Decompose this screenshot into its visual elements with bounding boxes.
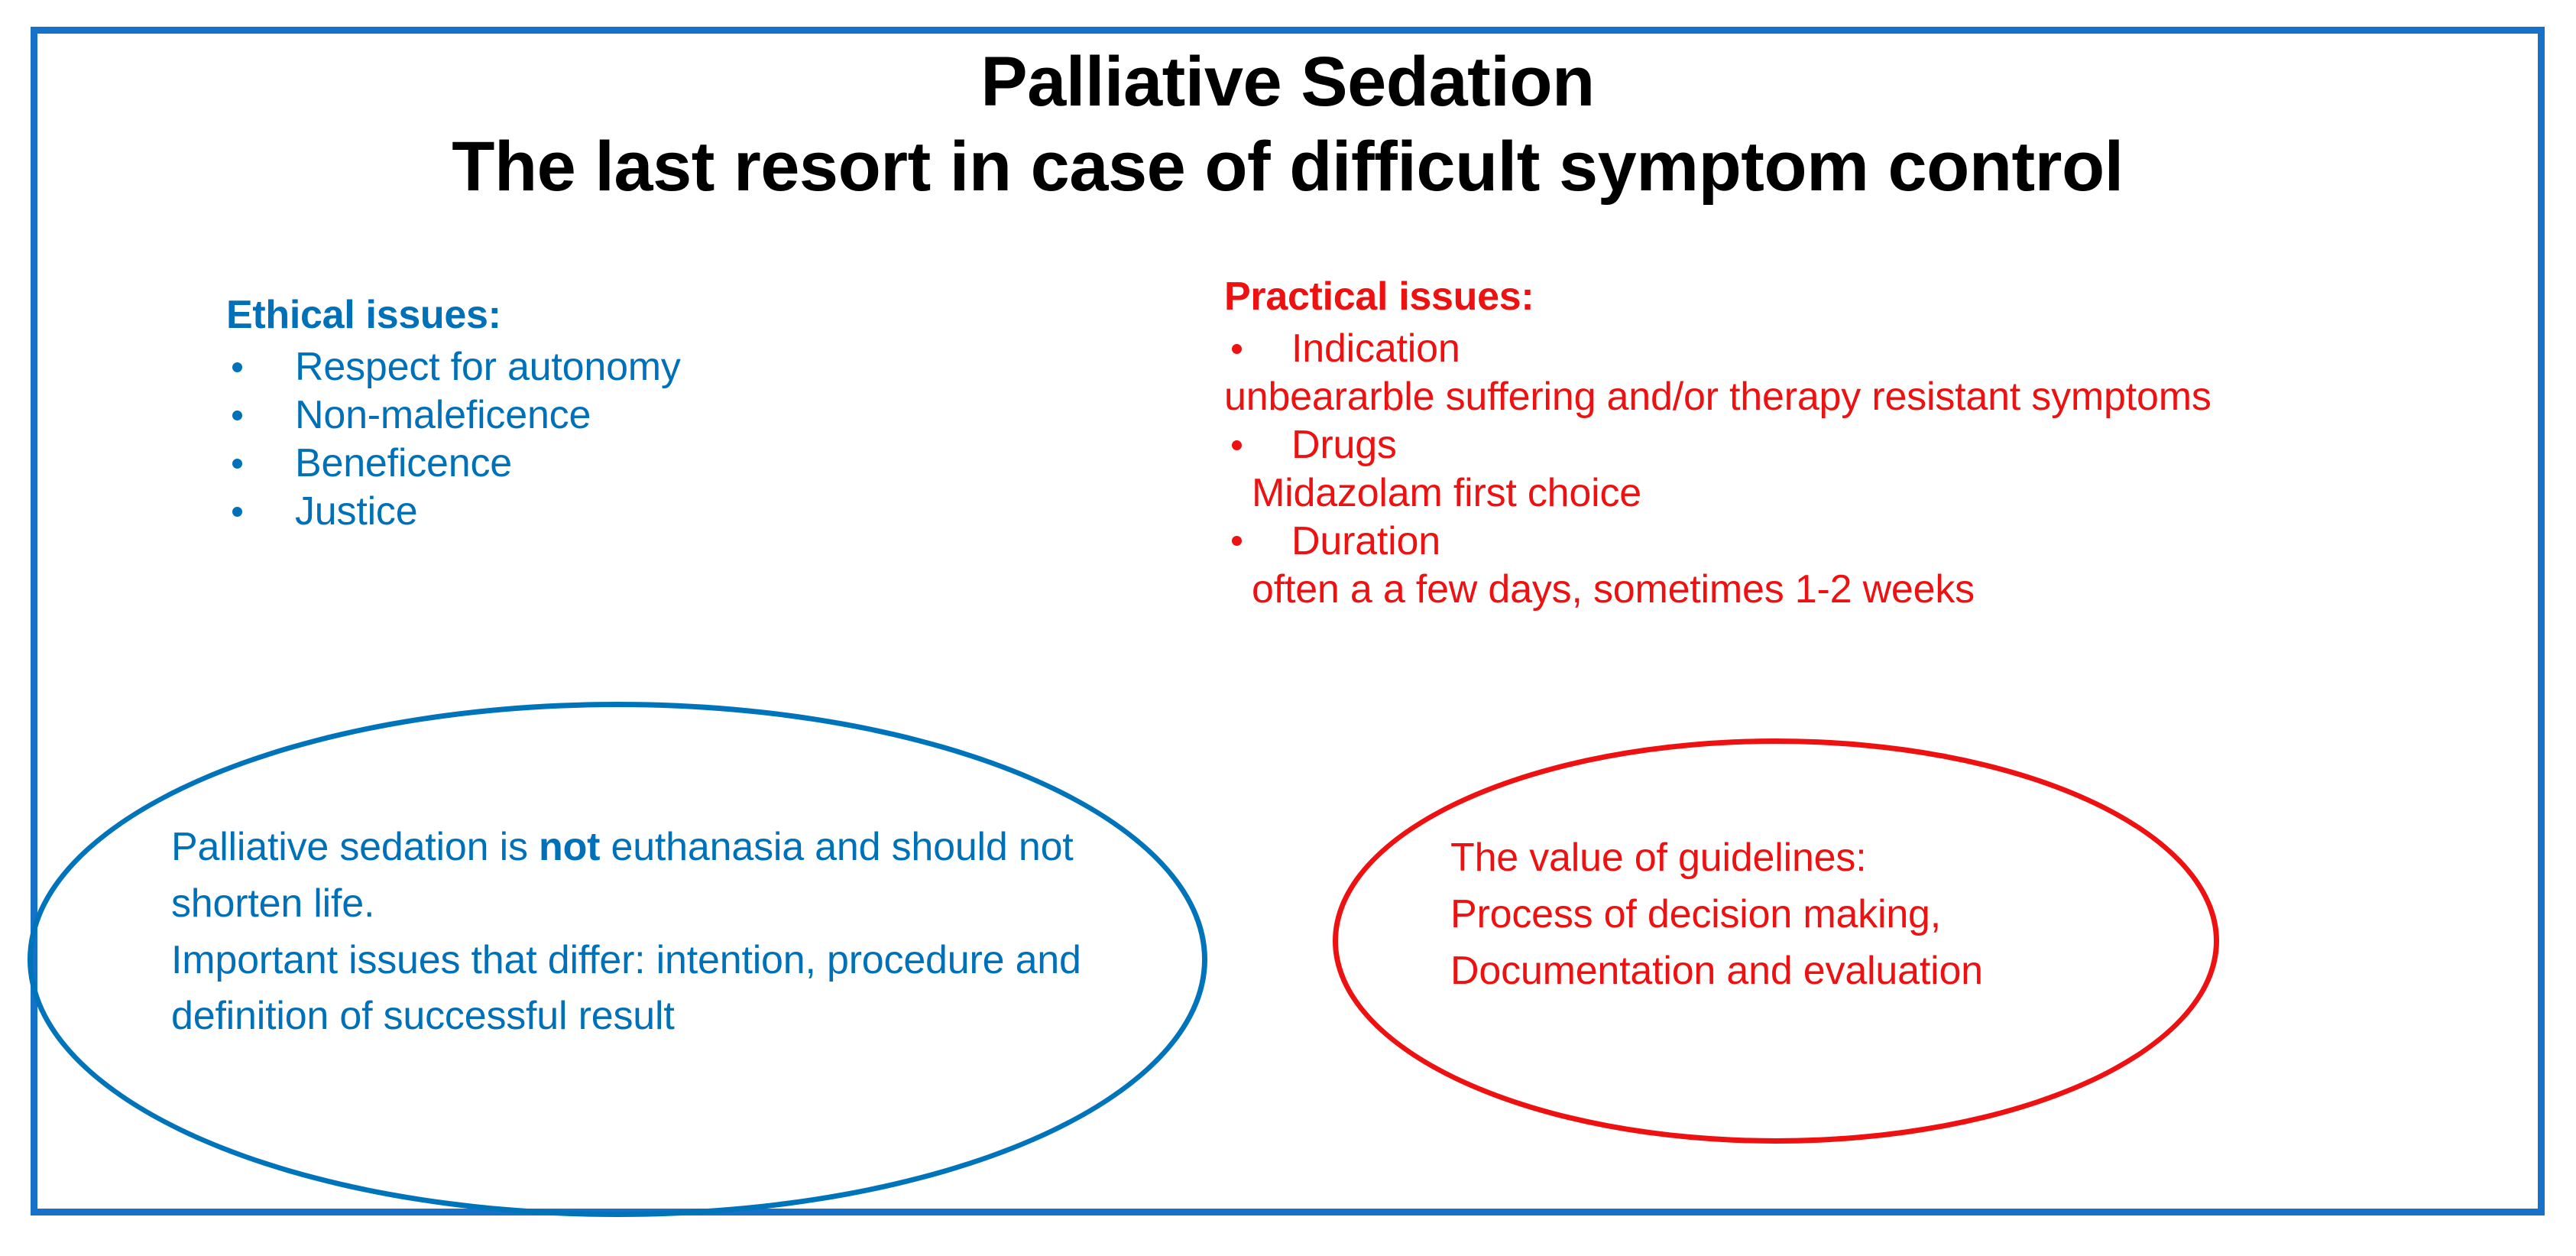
red-callout-line-1: The value of guidelines: <box>1450 836 1867 880</box>
practical-item-detail: Midazolam first choice <box>1252 471 1641 516</box>
red-ellipse-shape <box>1333 738 2219 1144</box>
list-item: Drugs <box>1224 421 2523 469</box>
blue-callout-text-before-bold: Palliative sedation is <box>171 825 539 869</box>
list-item-label: Duration <box>1291 518 1440 563</box>
red-callout-line-2: Process of decision making, <box>1450 891 1942 936</box>
bullet-dot-icon <box>232 458 242 469</box>
bullet-dot-icon <box>1232 343 1242 354</box>
slide-border-frame <box>31 27 2545 1215</box>
practical-issues-list: Duration <box>1224 518 2523 566</box>
blue-ellipse-callout: Palliative sedation is not euthanasia an… <box>171 819 1165 1045</box>
red-ellipse-callout: The value of guidelines: Process of deci… <box>1450 830 2230 999</box>
practical-item-detail: unbeararble suffering and/or therapy res… <box>1224 375 2211 420</box>
list-item-label: Non-maleficence <box>295 393 591 438</box>
bullet-dot-icon <box>232 410 242 420</box>
practical-issues-heading: Practical issues: <box>1224 274 1534 319</box>
blue-callout-paragraph-2: Important issues that differ: intention,… <box>171 937 1081 1039</box>
list-item-label: Drugs <box>1291 423 1397 468</box>
practical-issues-list: Indication <box>1224 325 2523 373</box>
title-line-secondary: The last resort in case of difficult sym… <box>452 128 2124 206</box>
bullet-dot-icon <box>232 362 242 372</box>
blue-callout-bold-word: not <box>539 825 601 869</box>
list-item-label: Beneficence <box>295 441 513 486</box>
list-item: Indication <box>1224 325 2523 373</box>
ethical-issues-list: Respect for autonomy Non-maleficence Ben… <box>226 343 1105 536</box>
blue-ellipse-shape <box>28 702 1207 1217</box>
list-item-label: Respect for autonomy <box>295 345 681 390</box>
practical-issues-list: Drugs <box>1224 421 2523 469</box>
list-item-label: Indication <box>1291 326 1460 372</box>
list-item: Duration <box>1224 518 2523 566</box>
blue-callout-text-after-bold: euthanasia and should not shorten life. <box>171 825 1074 926</box>
ethical-issues-heading: Ethical issues: <box>226 293 501 337</box>
ethical-issues-column: Ethical issues: Respect for autonomy Non… <box>226 292 1105 536</box>
list-item: Respect for autonomy <box>226 343 1105 391</box>
red-callout-line-3: Documentation and evaluation <box>1450 948 1983 993</box>
page-title: Palliative Sedation The last resort in c… <box>31 44 2545 206</box>
list-item: Non-maleficence <box>226 391 1105 440</box>
title-line-primary: Palliative Sedation <box>980 43 1595 121</box>
bullet-dot-icon <box>1232 536 1242 547</box>
bullet-dot-icon <box>1232 440 1242 450</box>
bullet-dot-icon <box>232 506 242 517</box>
list-item-label: Justice <box>295 489 418 534</box>
list-item: Justice <box>226 488 1105 536</box>
blue-callout-paragraph-1: Palliative sedation is not euthanasia an… <box>171 819 1165 933</box>
list-item: Beneficence <box>226 440 1105 488</box>
practical-item-detail: often a a few days, sometimes 1-2 weeks <box>1252 566 1975 612</box>
practical-issues-column: Practical issues: Indication unbeararble… <box>1224 274 2523 614</box>
